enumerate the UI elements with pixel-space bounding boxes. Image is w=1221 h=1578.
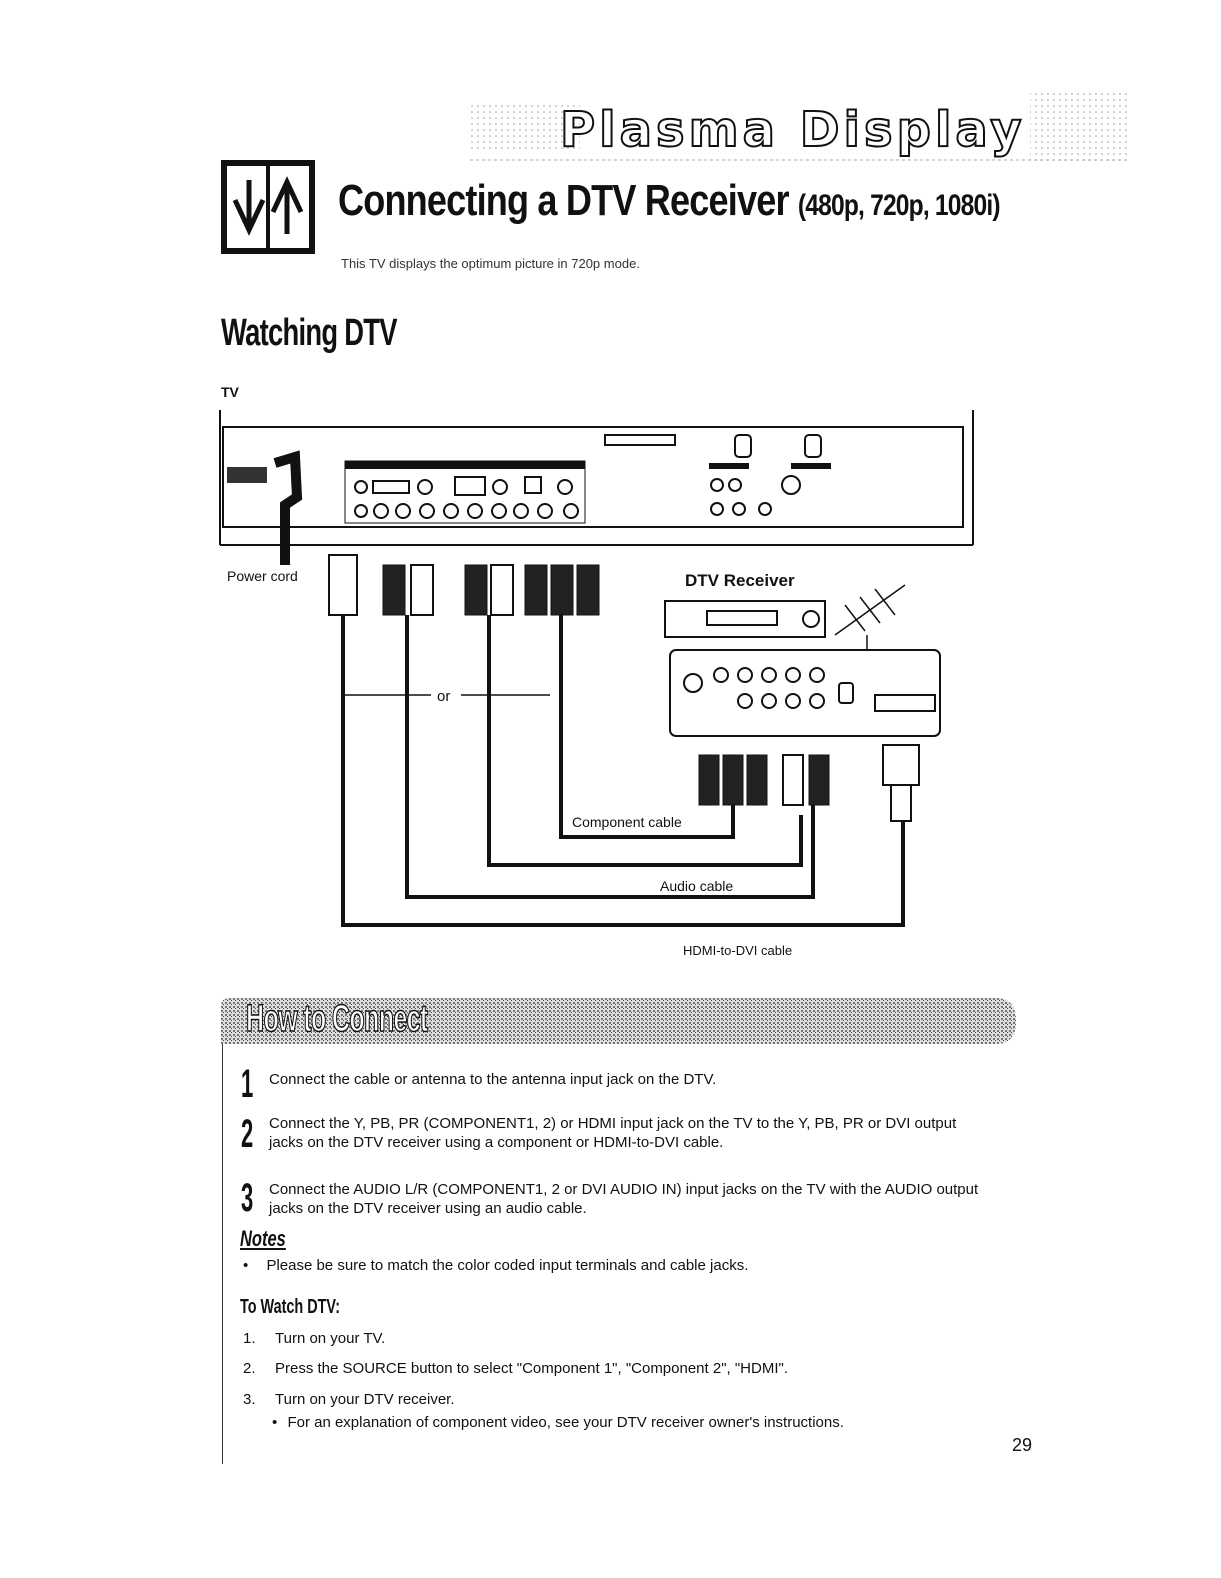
- how-to-connect-title: How to Connect: [246, 997, 429, 1041]
- component-cable-label: Component cable: [572, 814, 682, 830]
- note-text: Please be sure to match the color coded …: [266, 1257, 749, 1274]
- tv-rear-panel: [219, 410, 974, 546]
- page-title-main: Connecting a DTV Receiver: [338, 176, 789, 225]
- step-number: 1: [241, 1062, 254, 1106]
- section-heading: Watching DTV: [221, 312, 398, 354]
- left-margin-rule: [222, 1044, 223, 1464]
- list-number: 3.: [243, 1391, 256, 1408]
- brand-logo-text: Plasma Display: [559, 101, 1026, 159]
- list-item-text: Turn on your TV.: [275, 1330, 386, 1347]
- step-number: 2: [241, 1112, 254, 1156]
- tv-label: TV: [221, 384, 239, 400]
- to-watch-dtv-title: To Watch DTV:: [240, 1296, 341, 1318]
- step-text: Connect the Y, PB, PR (COMPONENT1, 2) or…: [269, 1115, 957, 1151]
- how-to-connect-banner: [221, 998, 1016, 1044]
- or-label: or: [437, 688, 450, 705]
- antenna-icon: [834, 584, 906, 695]
- hdmi-dvi-cable-label: HDMI-to-DVI cable: [683, 943, 792, 958]
- dtv-receiver-device: [664, 600, 826, 638]
- bullet-icon: •: [243, 1257, 249, 1274]
- cable-lines: [341, 615, 905, 927]
- receiver-side-plugs: [698, 744, 920, 822]
- power-cord-label: Power cord: [227, 568, 298, 584]
- page-title: Connecting a DTV Receiver (480p, 720p, 1…: [338, 176, 1001, 226]
- sub-bullet-text: For an explanation of component video, s…: [287, 1414, 844, 1431]
- connection-arrows-icon: [221, 160, 315, 254]
- page-number: 29: [1012, 1435, 1033, 1455]
- list-number: 1.: [243, 1330, 256, 1347]
- dtv-receiver-rear-panel: [669, 649, 941, 737]
- dtv-receiver-label: DTV Receiver: [685, 571, 795, 590]
- power-cord: [227, 450, 303, 565]
- sub-bullet-item: • For an explanation of component video,…: [272, 1414, 844, 1431]
- bullet-icon: •: [272, 1414, 278, 1431]
- list-number: 2.: [243, 1360, 256, 1377]
- tv-side-plugs: [328, 554, 600, 616]
- brand-banner-graphic: [470, 92, 1130, 162]
- step-text: Connect the AUDIO L/R (COMPONENT1, 2 or …: [269, 1181, 979, 1217]
- step-text: Connect the cable or antenna to the ante…: [269, 1071, 717, 1088]
- audio-cable-label: Audio cable: [660, 878, 733, 894]
- connection-diagram: Power cord or DTV Receiver: [219, 410, 974, 958]
- step-number: 3: [241, 1176, 254, 1220]
- page-title-resolutions: (480p, 720p, 1080i): [797, 189, 1001, 222]
- notes-list-item: • Please be sure to match the color code…: [243, 1257, 748, 1274]
- list-item-text: Turn on your DTV receiver.: [275, 1391, 455, 1408]
- list-item-text: Press the SOURCE button to select "Compo…: [275, 1360, 789, 1377]
- notes-title: Notes: [240, 1226, 286, 1251]
- intro-note: This TV displays the optimum picture in …: [341, 256, 640, 271]
